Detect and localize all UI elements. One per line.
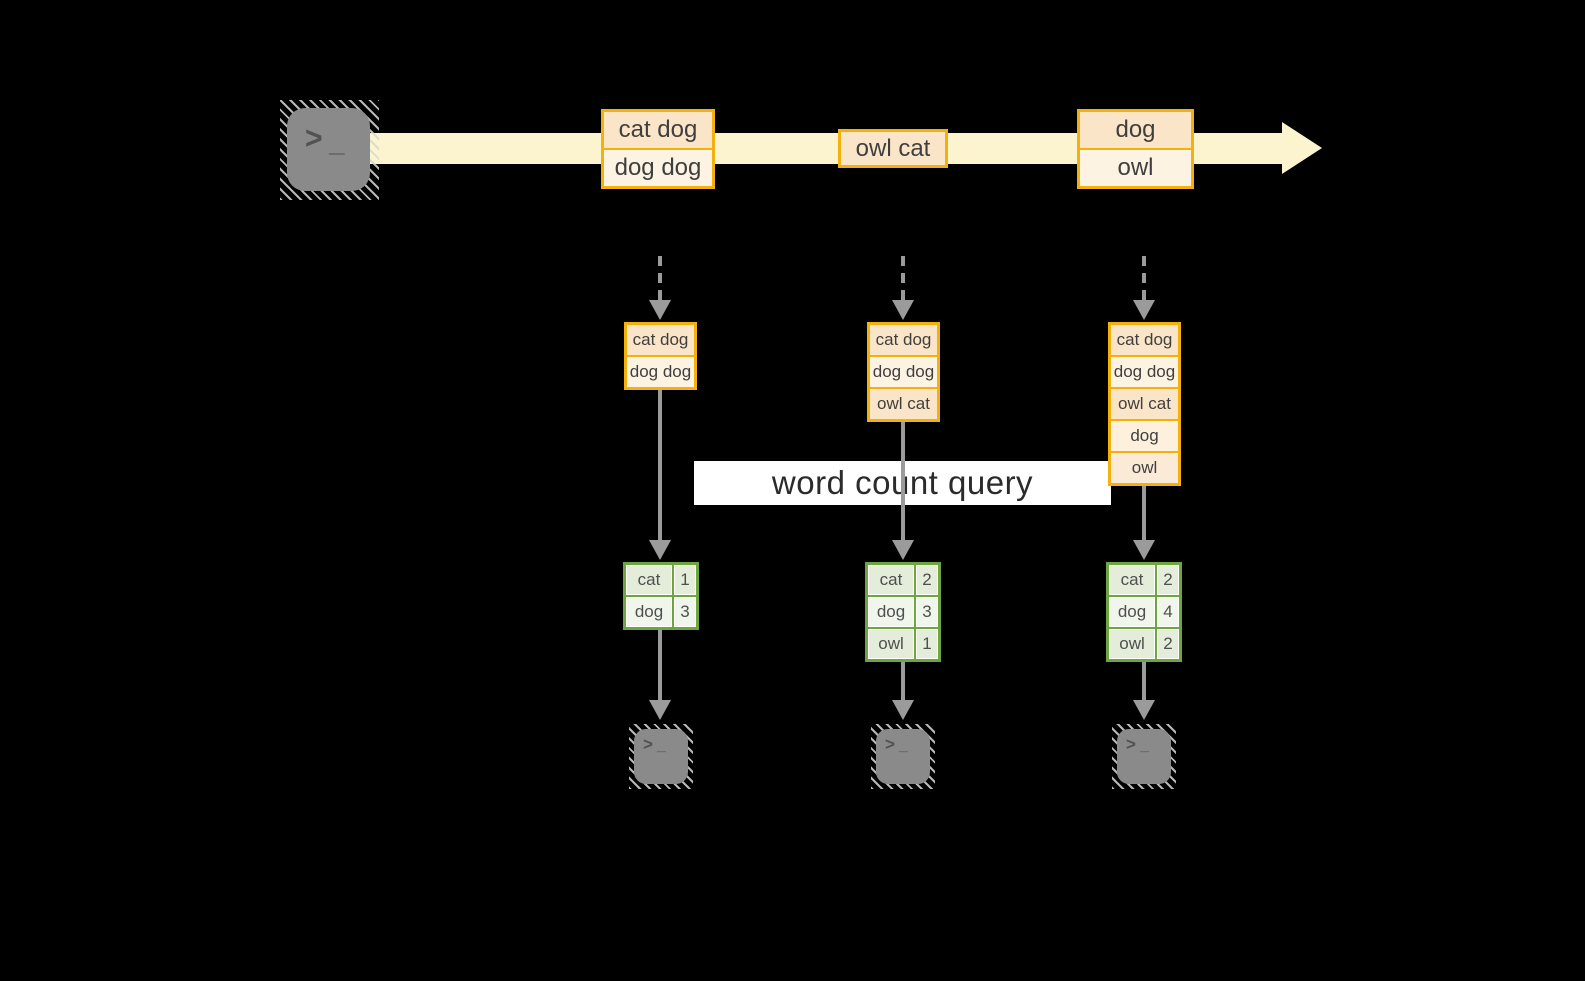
stream-event-group-2: owl cat [838,129,948,168]
count-value-cell: 1 [674,565,696,595]
count-value-cell: 2 [1157,629,1179,659]
dashed-arrow-line [901,256,905,302]
count-word-cell: owl [868,629,914,659]
prompt-icon: > [885,734,895,755]
output-terminal-icon-3: > _ [1112,724,1176,789]
output-arrow-head-icon [1133,700,1155,720]
cursor-icon: _ [329,126,345,157]
event-cell: cat dog [604,112,712,148]
event-cell: owl [1080,150,1191,186]
query-arrow-head-icon [649,540,671,560]
output-terminal-icon-2: > _ [871,724,935,789]
buffer-cell: dog dog [1111,357,1178,387]
count-value-cell: 2 [1157,565,1179,595]
query-arrow-line [1142,484,1146,542]
source-terminal-icon: > _ [280,100,379,200]
query-arrow-head-icon [1133,540,1155,560]
terminal-screen: > _ [634,729,688,784]
count-table-3: cat 2 dog 4 owl 2 [1106,562,1182,662]
event-buffer-2: cat dog dog dog owl cat [867,322,940,422]
buffer-cell: cat dog [1111,325,1178,355]
count-table-2: cat 2 dog 3 owl 1 [865,562,941,662]
cursor-icon: _ [899,737,908,754]
buffer-cell: dog dog [627,357,694,387]
terminal-screen: > _ [287,108,370,191]
prompt-icon: > [305,121,323,156]
dashed-arrow-line [1142,256,1146,302]
event-cell: dog [1080,112,1191,148]
buffer-cell: dog dog [870,357,937,387]
count-word-cell: dog [626,597,672,627]
output-arrow-line [1142,662,1146,702]
terminal-screen: > _ [876,729,930,784]
cursor-icon: _ [1140,737,1149,754]
output-terminal-icon-1: > _ [629,724,693,789]
count-value-cell: 2 [916,565,938,595]
event-cell: owl cat [841,132,945,165]
buffer-cell: owl cat [870,389,937,419]
buffer-cell: dog [1111,421,1178,451]
prompt-icon: > [643,734,653,755]
count-word-cell: cat [1109,565,1155,595]
terminal-screen: > _ [1117,729,1171,784]
event-buffer-3: cat dog dog dog owl cat dog owl [1108,322,1181,486]
buffer-cell: owl cat [1111,389,1178,419]
output-arrow-head-icon [892,700,914,720]
query-arrow-line [658,388,662,542]
buffer-cell: cat dog [870,325,937,355]
count-word-cell: cat [626,565,672,595]
stream-arrow-head-icon [1282,122,1322,174]
dashed-arrow-line [658,256,662,302]
query-arrow-head-icon [892,540,914,560]
event-buffer-1: cat dog dog dog [624,322,697,390]
query-arrow-line [901,420,905,542]
count-value-cell: 1 [916,629,938,659]
buffer-cell: owl [1111,453,1178,483]
output-arrow-line [658,630,662,702]
count-word-cell: owl [1109,629,1155,659]
prompt-icon: > [1126,734,1136,755]
count-value-cell: 4 [1157,597,1179,627]
cursor-icon: _ [657,737,666,754]
stream-event-group-1: cat dog dog dog [601,109,715,189]
stream-event-group-3: dog owl [1077,109,1194,189]
dashed-arrow-head-icon [649,300,671,320]
count-word-cell: cat [868,565,914,595]
buffer-cell: cat dog [627,325,694,355]
count-value-cell: 3 [674,597,696,627]
dashed-arrow-head-icon [892,300,914,320]
event-cell: dog dog [604,150,712,186]
output-arrow-head-icon [649,700,671,720]
count-word-cell: dog [1109,597,1155,627]
count-table-1: cat 1 dog 3 [623,562,699,630]
count-value-cell: 3 [916,597,938,627]
dashed-arrow-head-icon [1133,300,1155,320]
output-arrow-line [901,662,905,702]
count-word-cell: dog [868,597,914,627]
